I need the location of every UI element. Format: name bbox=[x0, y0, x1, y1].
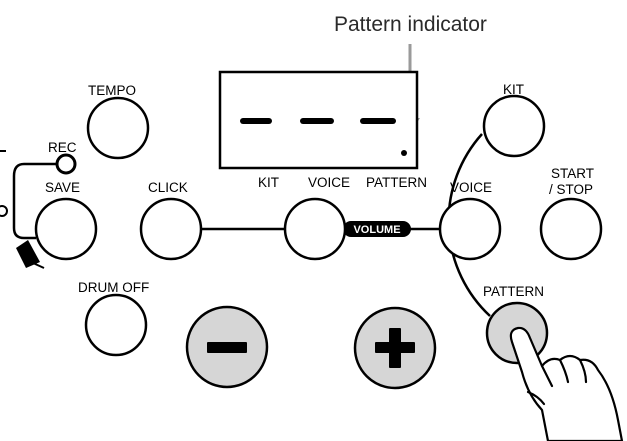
start-stop-button[interactable] bbox=[539, 197, 603, 261]
finger-pointer-icon bbox=[509, 326, 624, 441]
pattern-label: PATTERN bbox=[483, 284, 544, 299]
save-label: SAVE bbox=[45, 180, 80, 195]
display-segment-1 bbox=[240, 118, 272, 124]
plus-icon bbox=[375, 328, 415, 368]
start-stop-label-2: / STOP bbox=[549, 182, 593, 197]
pattern-indicator-dot bbox=[401, 150, 407, 156]
kit-label: KIT bbox=[503, 82, 524, 97]
display-label-voice: VOICE bbox=[308, 175, 350, 190]
display-label-kit: KIT bbox=[258, 175, 279, 190]
rec-label: REC bbox=[48, 140, 77, 155]
drum-off-button[interactable] bbox=[84, 293, 148, 357]
kit-button[interactable] bbox=[482, 94, 546, 158]
pen-nib-icon bbox=[16, 240, 45, 269]
minus-icon bbox=[207, 342, 247, 353]
voice-button[interactable] bbox=[438, 197, 502, 261]
rec-save-connector bbox=[12, 162, 57, 240]
voice-label: VOICE bbox=[450, 180, 492, 195]
start-stop-label-1: START bbox=[551, 166, 594, 181]
tempo-label: TEMPO bbox=[88, 83, 136, 98]
display-label-pattern: PATTERN bbox=[366, 175, 427, 190]
save-button[interactable] bbox=[34, 197, 98, 261]
rec-led bbox=[55, 153, 77, 175]
display-segment-2 bbox=[300, 118, 334, 124]
click-label: CLICK bbox=[148, 180, 188, 195]
volume-badge: VOLUME bbox=[343, 221, 411, 237]
volume-button[interactable] bbox=[283, 197, 347, 261]
led-display bbox=[218, 70, 419, 170]
volume-label: VOLUME bbox=[353, 224, 400, 236]
pattern-indicator-callout: Pattern indicator bbox=[334, 13, 487, 36]
tempo-button[interactable] bbox=[86, 96, 150, 160]
click-button[interactable] bbox=[139, 197, 203, 261]
display-segment-3 bbox=[360, 118, 396, 124]
drum-off-label: DRUM OFF bbox=[78, 280, 149, 295]
side-jack bbox=[0, 205, 8, 217]
